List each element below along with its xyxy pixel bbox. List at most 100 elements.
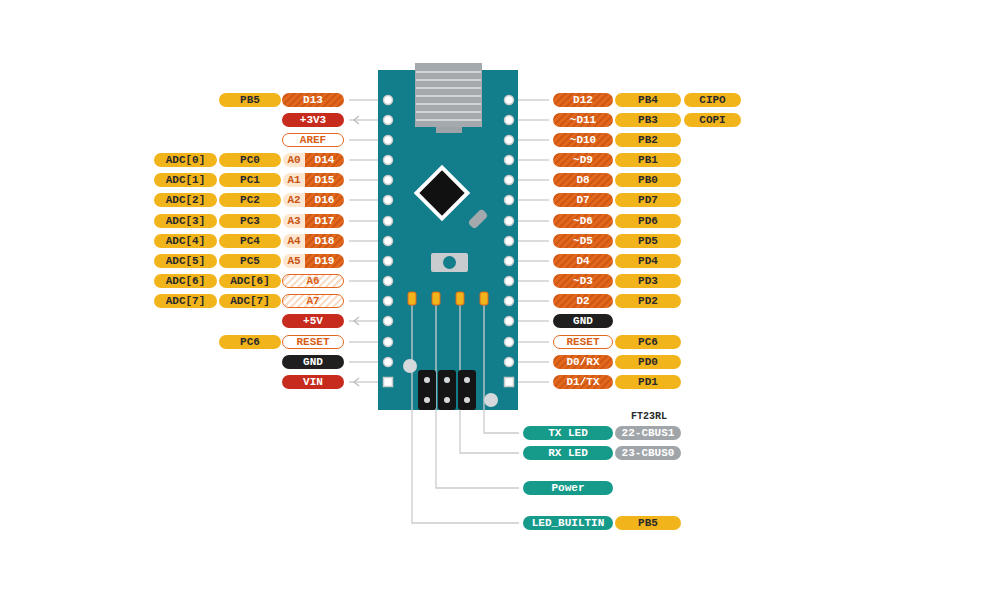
pin-label: ADC[6]: [154, 274, 217, 288]
pin-label: CIPO: [684, 93, 741, 107]
pin-label: A1: [283, 173, 305, 187]
pin-label: PD7: [615, 193, 681, 207]
pin-label: PC1: [219, 173, 281, 187]
pin-label: PB1: [615, 153, 681, 167]
pin-label-text: ~D6: [573, 214, 593, 228]
pin-label: D7: [553, 193, 613, 207]
pin-label: ADC[7]: [219, 294, 281, 308]
pin-label-text: PB5: [240, 93, 260, 107]
pin-label: ADC[5]: [154, 254, 217, 268]
pin-label: D12: [553, 93, 613, 107]
pin-label: A3: [283, 214, 305, 228]
pin-label: ADC[2]: [154, 193, 217, 207]
pin-label-text: PD2: [638, 294, 658, 308]
pin-label-text: PC1: [240, 173, 260, 187]
pin-label: LED_BUILTIN: [523, 516, 613, 530]
pin-label: A5: [283, 254, 305, 268]
pin-label-text: ADC[7]: [166, 294, 206, 308]
led-leaders: [412, 302, 519, 523]
pin-label: D0/RX: [553, 355, 613, 369]
pin-label-text: ~D5: [573, 234, 593, 248]
pin-label-text: GND: [303, 355, 323, 369]
pin-label: D1/TX: [553, 375, 613, 389]
pin-label-text: +5V: [303, 314, 323, 328]
pin-label: PB2: [615, 133, 681, 147]
pin-label: D14: [305, 153, 344, 167]
pin-label-text: PB0: [638, 173, 658, 187]
pin-label-text: ADC[1]: [166, 173, 206, 187]
pin-label-text: D2: [576, 294, 589, 308]
pin-label-text: PD4: [638, 254, 658, 268]
pin-label-text: GND: [573, 314, 593, 328]
pin-label-text: AREF: [300, 133, 326, 147]
pin-label: 22-CBUS1: [615, 426, 681, 440]
pin-label-text: PD3: [638, 274, 658, 288]
pin-label: ADC[0]: [154, 153, 217, 167]
pin-label: PC5: [219, 254, 281, 268]
board-leds: [408, 292, 488, 305]
pin-label: D13: [282, 93, 344, 107]
pin-label: ADC[7]: [154, 294, 217, 308]
pin-label: PC3: [219, 214, 281, 228]
pin-label-text: D1/TX: [566, 375, 599, 389]
pin-label-text: PC6: [240, 335, 260, 349]
pin-label: GND: [282, 355, 344, 369]
pin-label: 23-CBUS0: [615, 446, 681, 460]
pin-label: AREF: [282, 133, 344, 147]
pin-label-text: ADC[2]: [166, 193, 206, 207]
pin-label: PB4: [615, 93, 681, 107]
board-pcb: [378, 70, 518, 410]
pin-label-text: ~D9: [573, 153, 593, 167]
pin-label-text: D4: [576, 254, 589, 268]
pin-label: D2: [553, 294, 613, 308]
pin-label: A6: [282, 274, 344, 288]
pin-label-text: ~D3: [573, 274, 593, 288]
pin-label-text: ADC[5]: [166, 254, 206, 268]
pin-label: A7: [282, 294, 344, 308]
pin-label: PD5: [615, 234, 681, 248]
pin-label-text: ADC[6]: [230, 274, 270, 288]
pin-label-text: D7: [576, 193, 589, 207]
pin-label-text: +3V3: [300, 113, 326, 127]
pin-label-text: D18: [315, 234, 335, 248]
pin-label: D16: [305, 193, 344, 207]
pin-label: Power: [523, 481, 613, 495]
pin-label: +5V: [282, 314, 344, 328]
pin-label: VIN: [282, 375, 344, 389]
pin-label: PB0: [615, 173, 681, 187]
mount-hole: [484, 393, 498, 407]
pin-label: +3V3: [282, 113, 344, 127]
pin-label: ~D11: [553, 113, 613, 127]
pin-label-text: 23-CBUS0: [622, 446, 675, 460]
pin-label-text: PC3: [240, 214, 260, 228]
pin-label-text: COPI: [699, 113, 725, 127]
pin-label: ~D9: [553, 153, 613, 167]
pin-label: COPI: [684, 113, 741, 127]
pin-label-text: A0: [287, 153, 300, 167]
pin-label-text: PB3: [638, 113, 658, 127]
pin-label-text: A4: [287, 234, 300, 248]
pin-label-text: A7: [306, 294, 319, 308]
pin-label-text: D12: [573, 93, 593, 107]
pin-label-text: PB5: [638, 516, 658, 530]
pin-label-text: RESET: [296, 335, 329, 349]
pin-label: ~D10: [553, 133, 613, 147]
header-pins: [384, 96, 514, 387]
pin-label: A2: [283, 193, 305, 207]
pin-label-text: ADC[7]: [230, 294, 270, 308]
pin-label-text: D16: [315, 193, 335, 207]
pin-label: PB5: [219, 93, 281, 107]
pin-label-text: PB4: [638, 93, 658, 107]
pin-label: PC6: [219, 335, 281, 349]
pin-label: PB3: [615, 113, 681, 127]
pin-label: A0: [283, 153, 305, 167]
pin-label: PC0: [219, 153, 281, 167]
reset-button: [431, 253, 468, 272]
chip-label: FT23RL: [631, 411, 667, 422]
pin-label-text: VIN: [303, 375, 323, 389]
pin-label-text: PC0: [240, 153, 260, 167]
pin-label-text: 22-CBUS1: [622, 426, 675, 440]
pin-label-text: PB2: [638, 133, 658, 147]
pin-label: PC6: [615, 335, 681, 349]
